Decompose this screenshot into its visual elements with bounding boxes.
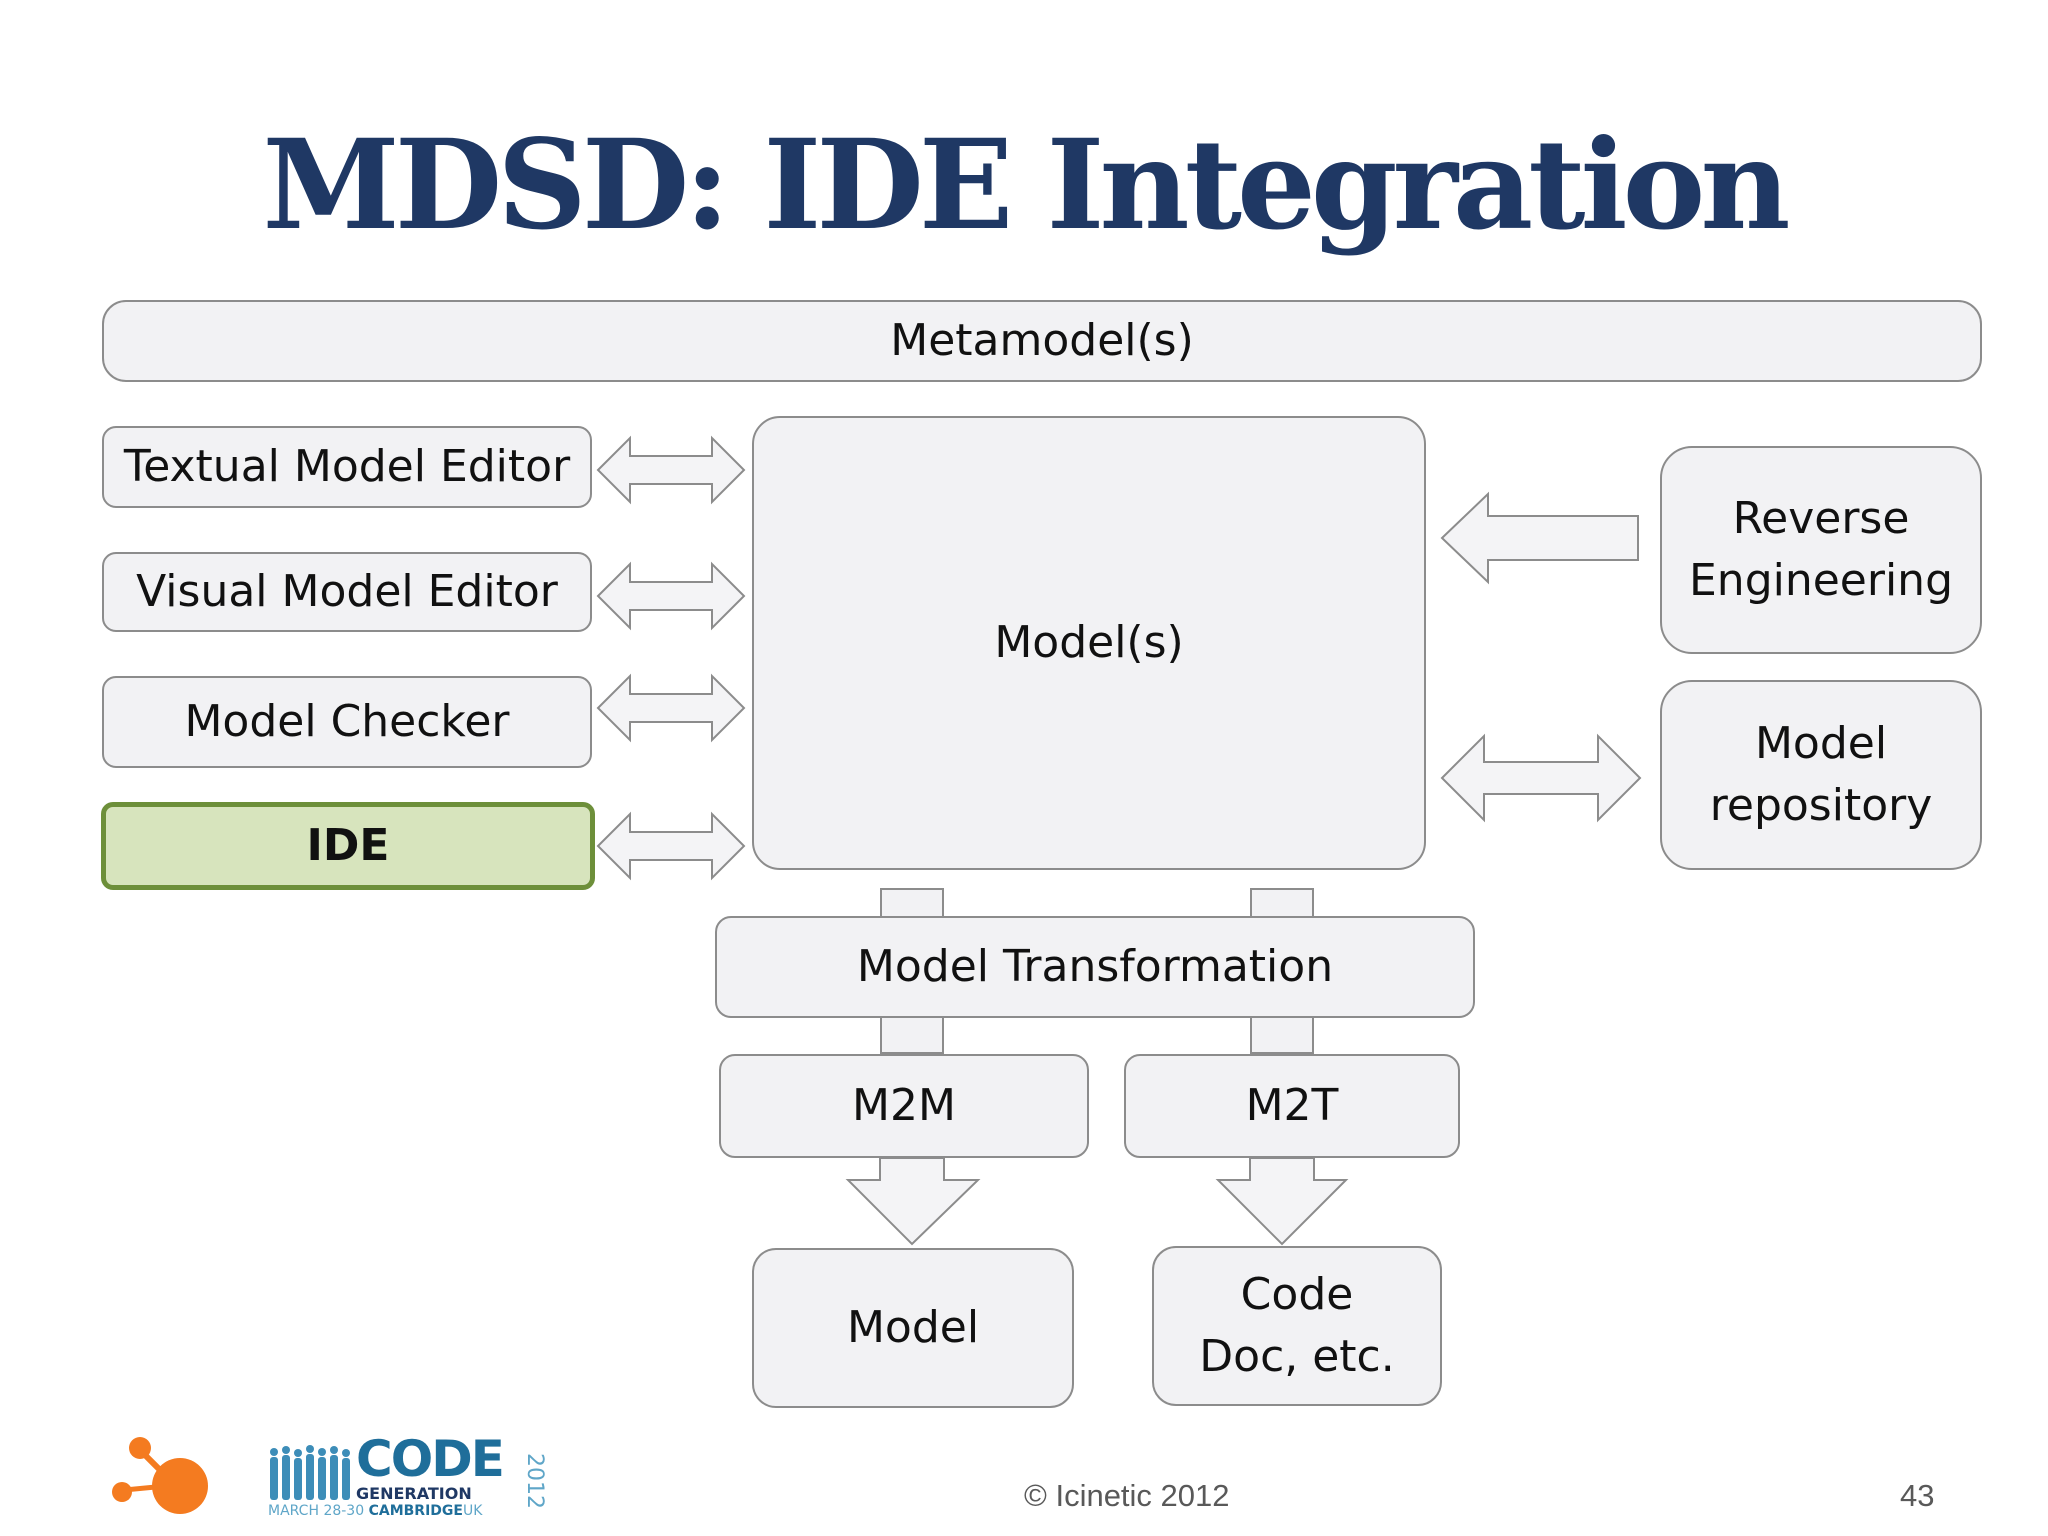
- double-arrow-textual-icon: [596, 435, 746, 505]
- models-box: Model(s): [752, 416, 1426, 870]
- logo-dates-line: MARCH 28-30 CAMBRIDGEUK: [268, 1504, 482, 1518]
- connector-models-transformation-left: [880, 888, 944, 918]
- model-output-box: Model: [752, 1248, 1074, 1408]
- slide-title: MDSD: IDE Integration: [262, 113, 1791, 258]
- logo-year: 2012: [522, 1453, 547, 1509]
- model-checker-box: Model Checker: [102, 676, 592, 768]
- people-silhouette-icon: [270, 1445, 350, 1500]
- double-arrow-checker-icon: [596, 673, 746, 743]
- textual-model-editor-box: Textual Model Editor: [102, 426, 592, 508]
- code-generation-logo: CODE GENERATION MARCH 28-30 CAMBRIDGEUK …: [268, 1434, 547, 1522]
- double-arrow-visual-icon: [596, 561, 746, 631]
- logo-city: CAMBRIDGE: [368, 1503, 463, 1519]
- logo-word-generation: GENERATION: [356, 1484, 472, 1503]
- double-arrow-ide-icon: [596, 811, 746, 881]
- m2t-box: M2T: [1124, 1054, 1460, 1158]
- logo-word-code: CODE: [356, 1430, 505, 1488]
- visual-model-editor-box: Visual Model Editor: [102, 552, 592, 632]
- page-number: 43: [1900, 1478, 1935, 1513]
- model-repository-box: Model repository: [1660, 680, 1982, 870]
- reverse-engineering-box: Reverse Engineering: [1660, 446, 1982, 654]
- copyright-text: © Icinetic 2012: [1024, 1478, 1230, 1513]
- ide-box: IDE: [101, 802, 595, 890]
- logo-dates: MARCH 28-30: [268, 1503, 365, 1519]
- connector-transformation-m2t: [1250, 1016, 1314, 1054]
- code-output-box: Code Doc, etc.: [1152, 1246, 1442, 1406]
- left-arrow-reverse-icon: [1440, 491, 1639, 585]
- logo-country: UK: [462, 1503, 483, 1519]
- down-arrow-m2t-icon: [1215, 1157, 1349, 1246]
- icinetic-logo-icon: [112, 1437, 208, 1514]
- down-arrow-m2m-icon: [845, 1157, 981, 1246]
- model-transformation-box: Model Transformation: [715, 916, 1475, 1018]
- metamodel-box: Metamodel(s): [102, 300, 1982, 382]
- double-arrow-repository-icon: [1440, 733, 1642, 823]
